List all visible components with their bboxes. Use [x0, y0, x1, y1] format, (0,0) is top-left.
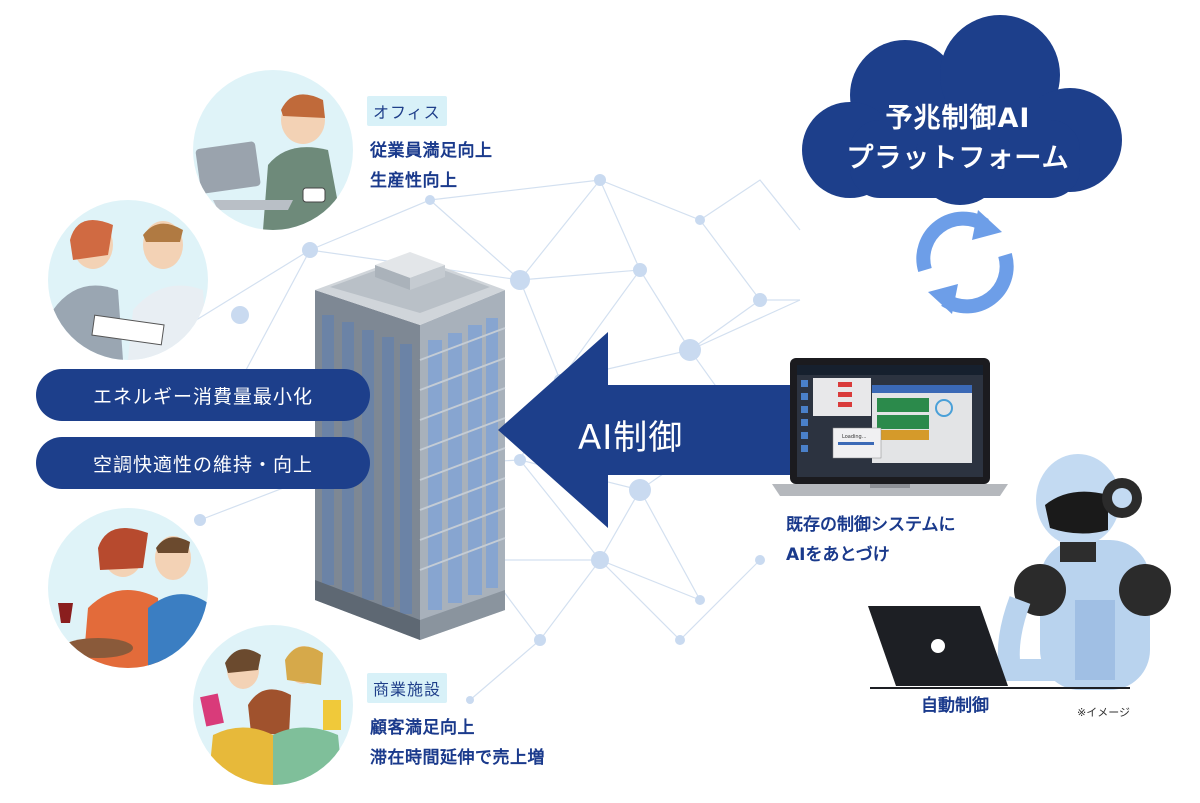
ai-control-arrow-shape [498, 332, 790, 528]
office-benefit-1: 従業員満足向上 [370, 141, 493, 161]
office-tag: オフィス [367, 96, 447, 126]
shopping-illustration [193, 625, 353, 785]
laptop-illustration [772, 358, 1008, 496]
cloud-shape [802, 15, 1122, 205]
robot-caption: 自動制御 [921, 696, 989, 716]
commercial-benefit-2: 滞在時間延伸で売上増 [370, 748, 545, 768]
meeting-illustration [48, 200, 208, 360]
cloud-title-line-2: プラットフォーム [846, 143, 1070, 174]
commercial-tag: 商業施設 [367, 673, 448, 703]
sync-icon [916, 211, 1014, 314]
cloud-title-line-1: 予兆制御AI [885, 103, 1031, 134]
laptop-loading-text: Loading... [842, 434, 867, 440]
dining-illustration [48, 508, 208, 668]
commercial-benefit-1: 顧客満足向上 [370, 718, 475, 738]
robot-illustration [997, 454, 1171, 690]
office-benefit-2: 生産性向上 [370, 171, 458, 191]
ai-control-label: AI制御 [578, 418, 684, 458]
image-note: ※イメージ [1077, 706, 1130, 719]
energy-minimization-pill: エネルギー消費量最小化 [36, 369, 370, 421]
laptop-caption-line-2: AIをあとづけ [786, 545, 890, 565]
comfort-maintenance-pill: 空調快適性の維持・向上 [36, 437, 370, 489]
laptop-caption-line-1: 既存の制御システムに [786, 515, 956, 535]
office-illustration [193, 70, 353, 230]
